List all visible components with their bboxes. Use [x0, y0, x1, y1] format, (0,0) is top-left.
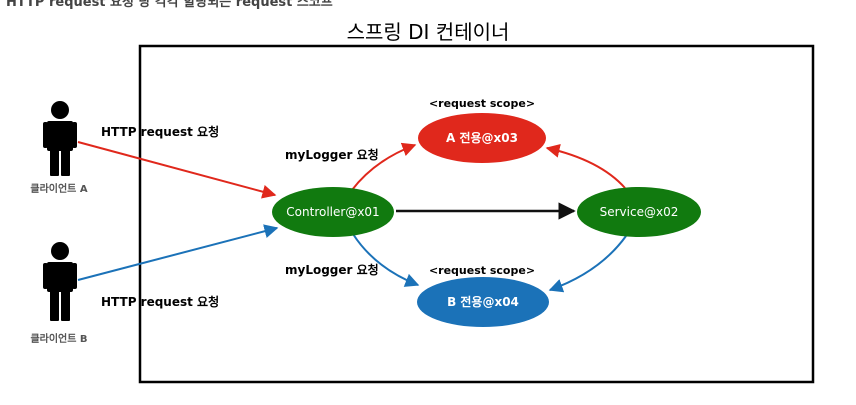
service-label: Service@x02 [600, 205, 679, 219]
page-heading: HTTP request 요청 당 각각 할당되는 request 스코프 [6, 0, 333, 10]
controller-node: Controller@x01 [272, 187, 394, 237]
bean-b-node: B 전용@x04 [417, 277, 549, 327]
service-node: Service@x02 [577, 187, 701, 237]
client-b-label: 클라이언트 B [30, 332, 87, 345]
bean-b-scope-label: <request scope> [429, 264, 535, 277]
client-a-person-icon [43, 101, 77, 176]
service-to-b-arrow [548, 235, 627, 293]
client-b-request-label: HTTP request 요청 [101, 294, 219, 309]
client-a-request-label: HTTP request 요청 [101, 124, 219, 139]
di-container-border [138, 44, 815, 384]
controller-to-a-arrow [351, 142, 417, 191]
service-to-a-arrow [545, 143, 626, 189]
edge-label-to-b: myLogger 요청 [285, 262, 379, 277]
client-a-label: 클라이언트 A [30, 182, 87, 195]
client-b-person-icon [43, 242, 77, 321]
container-title: 스프링 DI 컨테이너 [346, 20, 510, 44]
bean-a-scope-label: <request scope> [429, 97, 535, 110]
bean-a-label: A 전용@x03 [446, 130, 518, 145]
edge-label-to-a: myLogger 요청 [285, 147, 379, 162]
controller-to-b-arrow [352, 233, 420, 287]
client-b-request-arrow [77, 224, 279, 281]
client-a-request-arrow [77, 141, 277, 199]
bean-a-node: A 전용@x03 [418, 113, 546, 163]
bean-b-label: B 전용@x04 [447, 294, 519, 309]
controller-label: Controller@x01 [286, 205, 379, 219]
